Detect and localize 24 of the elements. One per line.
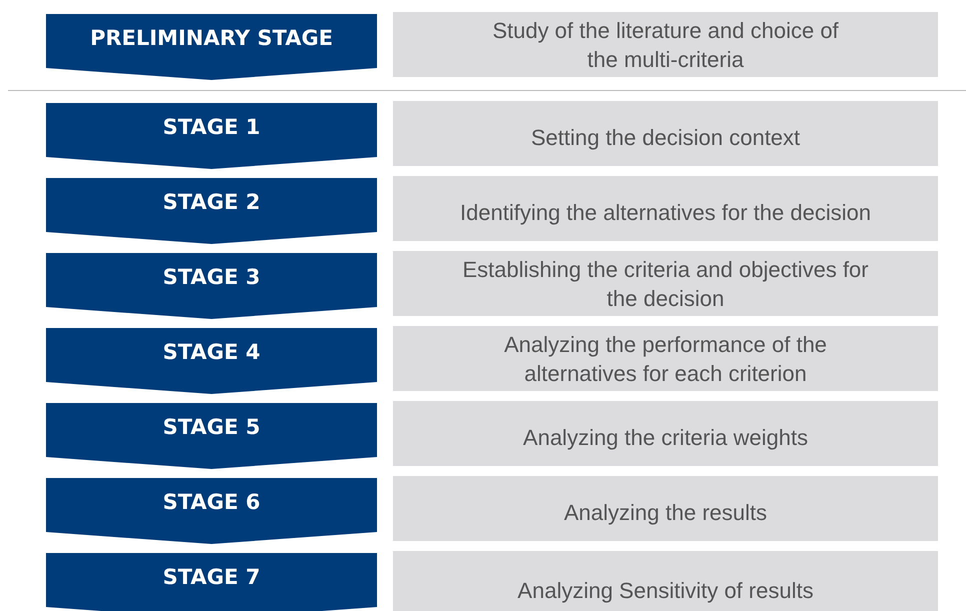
description-box <box>393 101 938 166</box>
description-box <box>393 326 938 391</box>
description-text: Setting the decision context <box>530 124 800 152</box>
stage-label: STAGE 2 <box>162 189 260 215</box>
stage-label: STAGE 1 <box>162 114 260 140</box>
stage-label: STAGE 6 <box>162 489 260 515</box>
stage-label: STAGE 4 <box>162 339 260 365</box>
stage-label: PRELIMINARY STAGE <box>90 25 333 51</box>
description-box <box>393 476 938 541</box>
description-box <box>393 251 938 316</box>
stage-label: STAGE 3 <box>162 264 260 290</box>
description-text: Analyzing the criteria weights <box>523 424 808 452</box>
description-text: Analyzing the results <box>564 499 767 527</box>
description-text: Study of the literature and choice of the multi-criteria <box>491 16 840 74</box>
description-box <box>393 176 938 241</box>
stage-label: STAGE 7 <box>162 564 260 590</box>
description-box <box>393 551 938 611</box>
description-text: Identifying the alternatives for the decision <box>460 199 871 227</box>
description-text: Establishing the criteria and objectives for the decision <box>462 256 870 312</box>
description-text: Analyzing the performance of the alternatives for each criterion <box>503 330 828 388</box>
description-text: Analyzing Sensitivity of results <box>518 576 814 604</box>
description-box <box>393 12 938 77</box>
description-box <box>393 401 938 466</box>
stage-label: STAGE 5 <box>162 414 260 440</box>
